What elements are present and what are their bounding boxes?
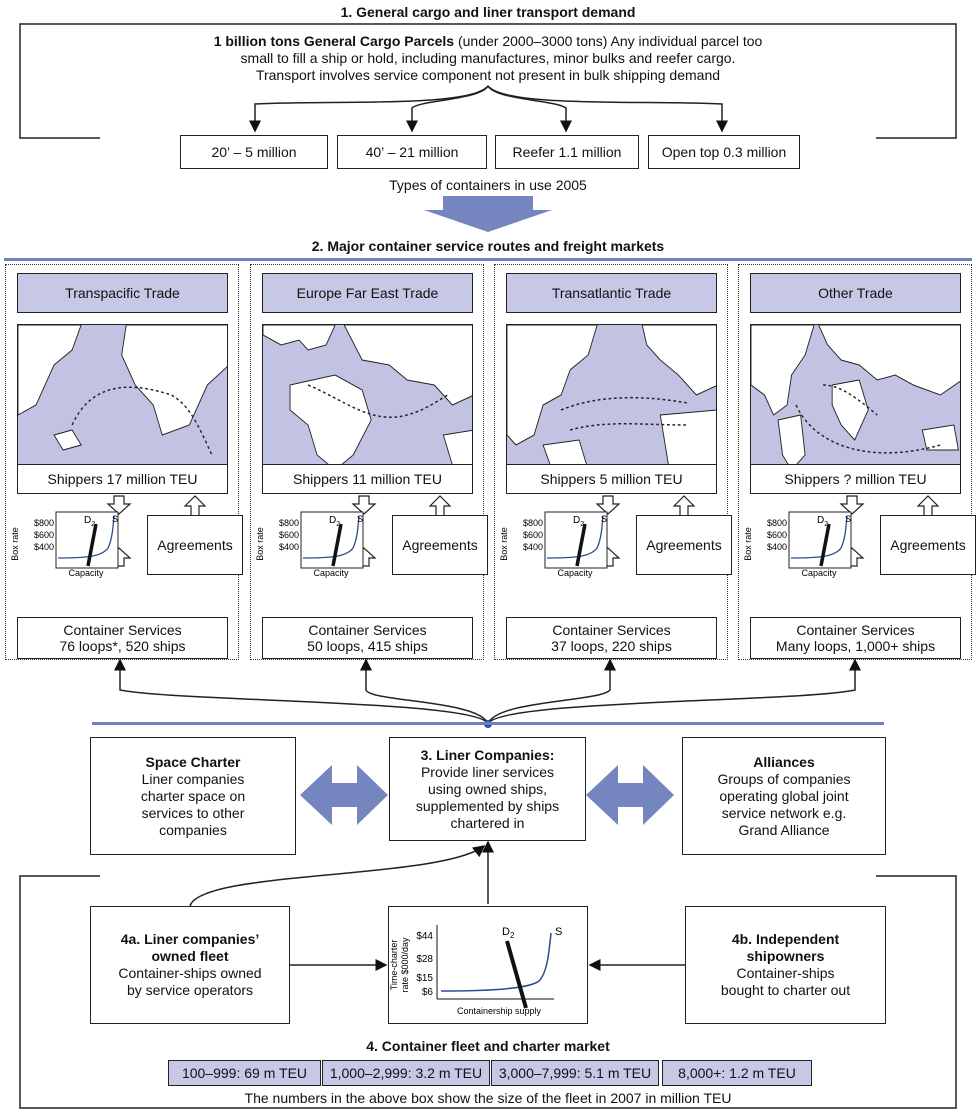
svg-text:Box rate: Box rate	[743, 527, 753, 561]
fleet-caption: The numbers in the above box show the si…	[244, 1090, 732, 1106]
svg-text:D2: D2	[817, 515, 828, 528]
trade-name: Other Trade	[750, 273, 961, 313]
charter-demand-label: D2	[502, 926, 515, 940]
charter-tick-28: $28	[416, 954, 433, 965]
charter-ylabel-2: rate $000/day	[400, 937, 410, 993]
container-type-open-top: Open top 0.3 million	[648, 135, 800, 169]
svg-text:$400: $400	[767, 542, 787, 552]
svg-text:S: S	[112, 514, 118, 524]
world-map-icon	[262, 324, 473, 472]
trade-name: Transatlantic Trade	[506, 273, 717, 313]
section2-title: 2. Major container service routes and fr…	[311, 238, 665, 254]
double-arrow-icon	[300, 765, 388, 825]
svg-text:$400: $400	[279, 542, 299, 552]
svg-text:$600: $600	[767, 530, 787, 540]
box-rate-mini-chart: Box rate $800 $600 $400 D2 S Capacity	[255, 508, 373, 578]
shippers-box: Shippers 5 million TEU	[506, 464, 717, 494]
box-rate-mini-chart: Box rate $800 $600 $400 D2 S Capacity	[10, 508, 128, 578]
independent-owners-box: 4b. Independent shipowners Container-shi…	[685, 906, 886, 1024]
svg-text:D2: D2	[573, 515, 584, 528]
svg-text:$800: $800	[279, 518, 299, 528]
trade-name: Transpacific Trade	[17, 273, 228, 313]
svg-text:D2: D2	[84, 515, 95, 528]
trade-name: Europe Far East Trade	[262, 273, 473, 313]
divider-line	[4, 258, 972, 261]
svg-text:Capacity: Capacity	[557, 568, 593, 578]
svg-text:$600: $600	[523, 530, 543, 540]
svg-text:$400: $400	[523, 542, 543, 552]
shippers-box: Shippers 17 million TEU	[17, 464, 228, 494]
container-type-20ft: 20’ – 5 million	[180, 135, 328, 169]
alliances-box: Alliances Groups of companies operating …	[682, 737, 886, 855]
svg-text:S: S	[601, 514, 607, 524]
svg-text:Capacity: Capacity	[68, 568, 104, 578]
charter-tick-44: $44	[416, 931, 433, 942]
svg-text:Box rate: Box rate	[499, 527, 509, 561]
divider-line	[92, 722, 884, 725]
liner-companies-title: 3. Liner Companies:	[420, 746, 555, 763]
svg-text:$800: $800	[767, 518, 787, 528]
svg-text:$800: $800	[523, 518, 543, 528]
svg-text:Capacity: Capacity	[801, 568, 837, 578]
svg-text:$400: $400	[34, 542, 54, 552]
charter-demand-line	[505, 940, 528, 1009]
alliances-title: Alliances	[753, 753, 815, 770]
svg-text:S: S	[357, 514, 363, 524]
charter-tick-15: $15	[416, 973, 433, 984]
charter-tick-6: $6	[422, 987, 434, 998]
trade-panel: Transpacific Trade Shippers 17 million T…	[5, 264, 243, 660]
shippers-box: Shippers 11 million TEU	[262, 464, 473, 494]
down-arrow-icon	[424, 196, 552, 232]
space-charter-title: Space Charter	[145, 753, 241, 770]
fleet-size-band: 3,000–7,999: 5.1 m TEU	[491, 1060, 659, 1086]
fleet-size-band: 8,000+: 1.2 m TEU	[662, 1060, 812, 1086]
agreements-box: Agreements	[636, 515, 732, 575]
agreements-box: Agreements	[392, 515, 488, 575]
svg-text:Box rate: Box rate	[10, 527, 20, 561]
shippers-box: Shippers ? million TEU	[750, 464, 961, 494]
svg-text:$800: $800	[34, 518, 54, 528]
section4-title: 4. Container fleet and charter market	[366, 1038, 610, 1054]
containers-caption: Types of containers in use 2005	[389, 177, 587, 193]
svg-text:Capacity: Capacity	[313, 568, 349, 578]
trade-panel: Transatlantic Trade Shippers 5 million T…	[494, 264, 732, 660]
svg-text:D2: D2	[329, 515, 340, 528]
world-map-icon	[750, 324, 961, 472]
space-charter-box: Space Charter Liner companies charter sp…	[90, 737, 296, 855]
fleet-size-band: 100–999: 69 m TEU	[168, 1060, 321, 1086]
agreements-box: Agreements	[880, 515, 976, 575]
svg-text:Box rate: Box rate	[255, 527, 265, 561]
agreements-box: Agreements	[147, 515, 243, 575]
box-rate-mini-chart: Box rate $800 $600 $400 D2 S Capacity	[499, 508, 617, 578]
fleet-size-band: 1,000–2,999: 3.2 m TEU	[322, 1060, 490, 1086]
section1-title: 1. General cargo and liner transport dem…	[340, 4, 636, 20]
container-type-reefer: Reefer 1.1 million	[495, 135, 639, 169]
world-map-icon	[17, 324, 228, 472]
trade-panel: Other Trade Shippers ? million TEU Box	[738, 264, 976, 660]
container-type-40ft: 40’ – 21 million	[337, 135, 487, 169]
double-arrow-icon	[586, 765, 674, 825]
svg-text:S: S	[845, 514, 851, 524]
section1-description: 1 billion tons General Cargo Parcels (un…	[213, 33, 763, 83]
trade-panel: Europe Far East Trade Shippers 11 millio…	[250, 264, 488, 660]
liner-companies-box: 3. Liner Companies: Provide liner servic…	[389, 737, 586, 841]
world-map-icon	[506, 324, 717, 472]
owned-fleet-box: 4a. Liner companies’ owned fleet Contain…	[90, 906, 290, 1024]
box-rate-mini-chart: Box rate $800 $600 $400 D2 S Capacity	[743, 508, 861, 578]
svg-text:$600: $600	[34, 530, 54, 540]
charter-supply-curve	[440, 932, 552, 992]
charter-supply-label: S	[555, 926, 562, 938]
charter-xlabel: Containership supply	[457, 1006, 542, 1016]
svg-text:$600: $600	[279, 530, 299, 540]
charter-market-chart: Time-charter rate $000/day $44 $28 $15 $…	[388, 906, 588, 1024]
charter-ylabel-1: Time-charter	[389, 940, 399, 991]
